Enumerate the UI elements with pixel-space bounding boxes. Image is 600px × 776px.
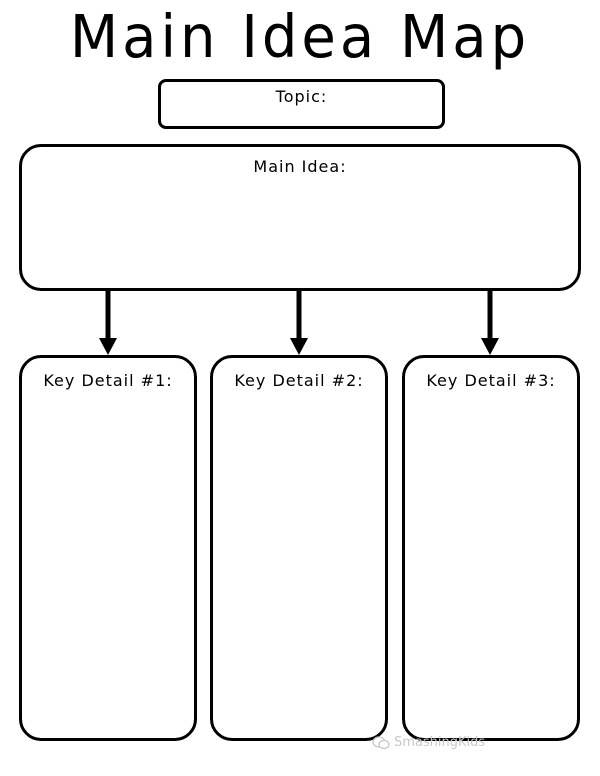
arrow-3	[481, 291, 499, 355]
main-idea-label: Main Idea:	[253, 157, 347, 176]
topic-box: Topic:	[158, 79, 445, 129]
wechat-icon	[372, 735, 390, 749]
arrow-1	[99, 291, 117, 355]
watermark: SmashingKids	[372, 735, 485, 750]
watermark-text: SmashingKids	[394, 735, 486, 750]
key-detail-label-1: Key Detail #1:	[43, 371, 173, 390]
main-idea-box: Main Idea:	[19, 144, 581, 291]
key-detail-box-3: Key Detail #3:	[402, 355, 580, 741]
key-detail-box-1: Key Detail #1:	[19, 355, 197, 741]
arrow-2	[290, 291, 308, 355]
key-detail-box-2: Key Detail #2:	[210, 355, 388, 741]
topic-label: Topic:	[275, 87, 328, 106]
key-detail-label-3: Key Detail #3:	[426, 371, 556, 390]
key-detail-label-2: Key Detail #2:	[234, 371, 364, 390]
page-title: Main Idea Map	[69, 3, 531, 72]
